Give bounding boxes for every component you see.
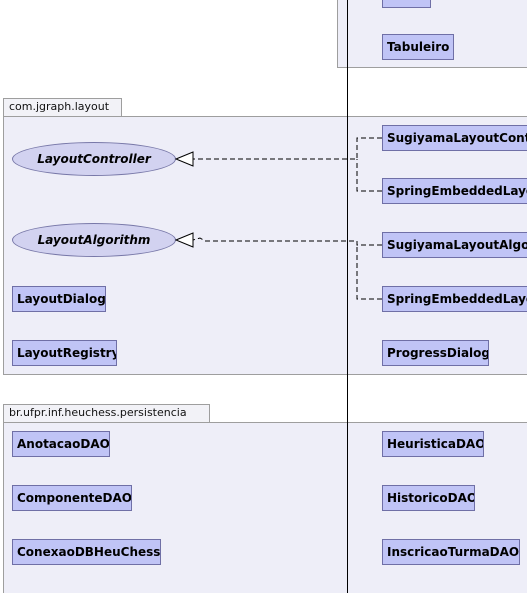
package-persistencia-tab: br.ufpr.inf.heuchess.persistencia [3, 404, 210, 423]
class-partial-top[interactable] [382, 0, 431, 8]
class-tabuleiro[interactable]: Tabuleiro [382, 34, 454, 60]
class-historico-dao[interactable]: HistoricoDAO [382, 485, 475, 511]
class-conexao-db-heuchess[interactable]: ConexaoDBHeuChess [12, 539, 161, 565]
package-layout-tab: com.jgraph.layout [3, 98, 122, 117]
interface-layout-algorithm[interactable]: LayoutAlgorithm [12, 223, 176, 257]
class-layout-dialog[interactable]: LayoutDialog [12, 286, 106, 312]
class-heuristica-dao[interactable]: HeuristicaDAO [382, 431, 484, 457]
page-divider-line [347, 0, 348, 593]
class-sugiyama-layout-controller[interactable]: SugiyamaLayoutController [382, 125, 527, 151]
class-componente-dao[interactable]: ComponenteDAO [12, 485, 132, 511]
class-anotacao-dao[interactable]: AnotacaoDAO [12, 431, 110, 457]
class-spring-embedded-layout-algorithm[interactable]: SpringEmbeddedLayoutAlgorithm [382, 286, 527, 312]
class-sugiyama-layout-algorithm[interactable]: SugiyamaLayoutAlgorithm [382, 232, 527, 258]
interface-layout-controller[interactable]: LayoutController [12, 142, 176, 176]
class-spring-embedded-layout-controller[interactable]: SpringEmbeddedLayoutController [382, 178, 527, 204]
class-inscricao-turma-dao[interactable]: InscricaoTurmaDAO [382, 539, 520, 565]
class-progress-dialog[interactable]: ProgressDialog [382, 340, 489, 366]
class-layout-registry[interactable]: LayoutRegistry [12, 340, 117, 366]
